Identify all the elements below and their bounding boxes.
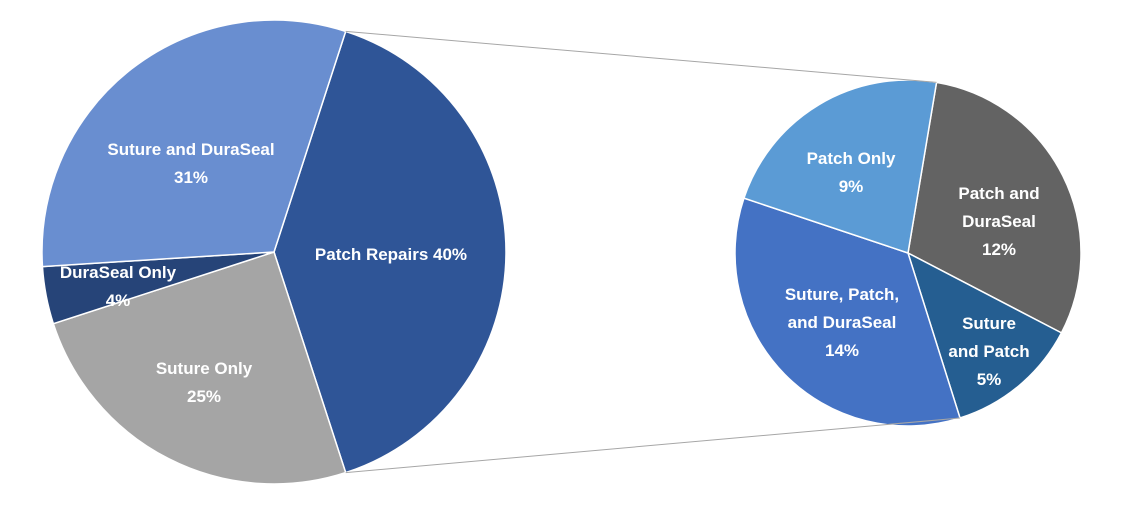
slice-patch-and-duraseal xyxy=(907,81,1082,334)
connector-line-bottom xyxy=(345,417,961,474)
label-line: Suture xyxy=(962,314,1016,333)
slice-patch-repairs xyxy=(273,30,507,474)
connector-line-top xyxy=(345,30,937,83)
label-line: 5% xyxy=(977,370,1002,389)
data-label-suture-and-duraseal: Suture and DuraSeal 31% xyxy=(107,140,274,187)
label-line: 4% xyxy=(106,291,131,310)
data-label-patch-repairs: Patch Repairs 40% xyxy=(315,245,467,264)
label-line: 9% xyxy=(839,177,864,196)
label-line: DuraSeal Only xyxy=(60,263,177,282)
label-line: DuraSeal xyxy=(962,212,1036,231)
slice-suture-and-duraseal xyxy=(41,19,347,268)
label-line: 14% xyxy=(825,341,859,360)
label-line: and Patch xyxy=(948,342,1029,361)
data-label-suture-only: Suture Only 25% xyxy=(156,359,253,406)
label-line: Suture Only xyxy=(156,359,253,378)
data-label-suture-patch-and-duraseal: Suture, Patch, and DuraSeal 14% xyxy=(785,285,899,360)
slice-suture-only xyxy=(52,251,347,485)
label-line: and DuraSeal xyxy=(788,313,897,332)
label-line: Suture and DuraSeal xyxy=(107,140,274,159)
slice-suture-and-patch xyxy=(906,251,1063,419)
slice-suture-patch-and-duraseal xyxy=(734,197,961,427)
data-label-patch-only: Patch Only 9% xyxy=(807,149,896,196)
label-line: Patch and xyxy=(958,184,1039,203)
label-line: 25% xyxy=(187,387,221,406)
label-line: 12% xyxy=(982,240,1016,259)
data-label-duraseal-only: DuraSeal Only 4% xyxy=(60,263,177,310)
label-line: Suture, Patch, xyxy=(785,285,899,304)
data-label-suture-and-patch: Suture and Patch 5% xyxy=(948,314,1029,389)
label-line: 31% xyxy=(174,168,208,187)
label-line: Patch Only xyxy=(807,149,896,168)
label-line: Patch Repairs 40% xyxy=(315,245,467,264)
